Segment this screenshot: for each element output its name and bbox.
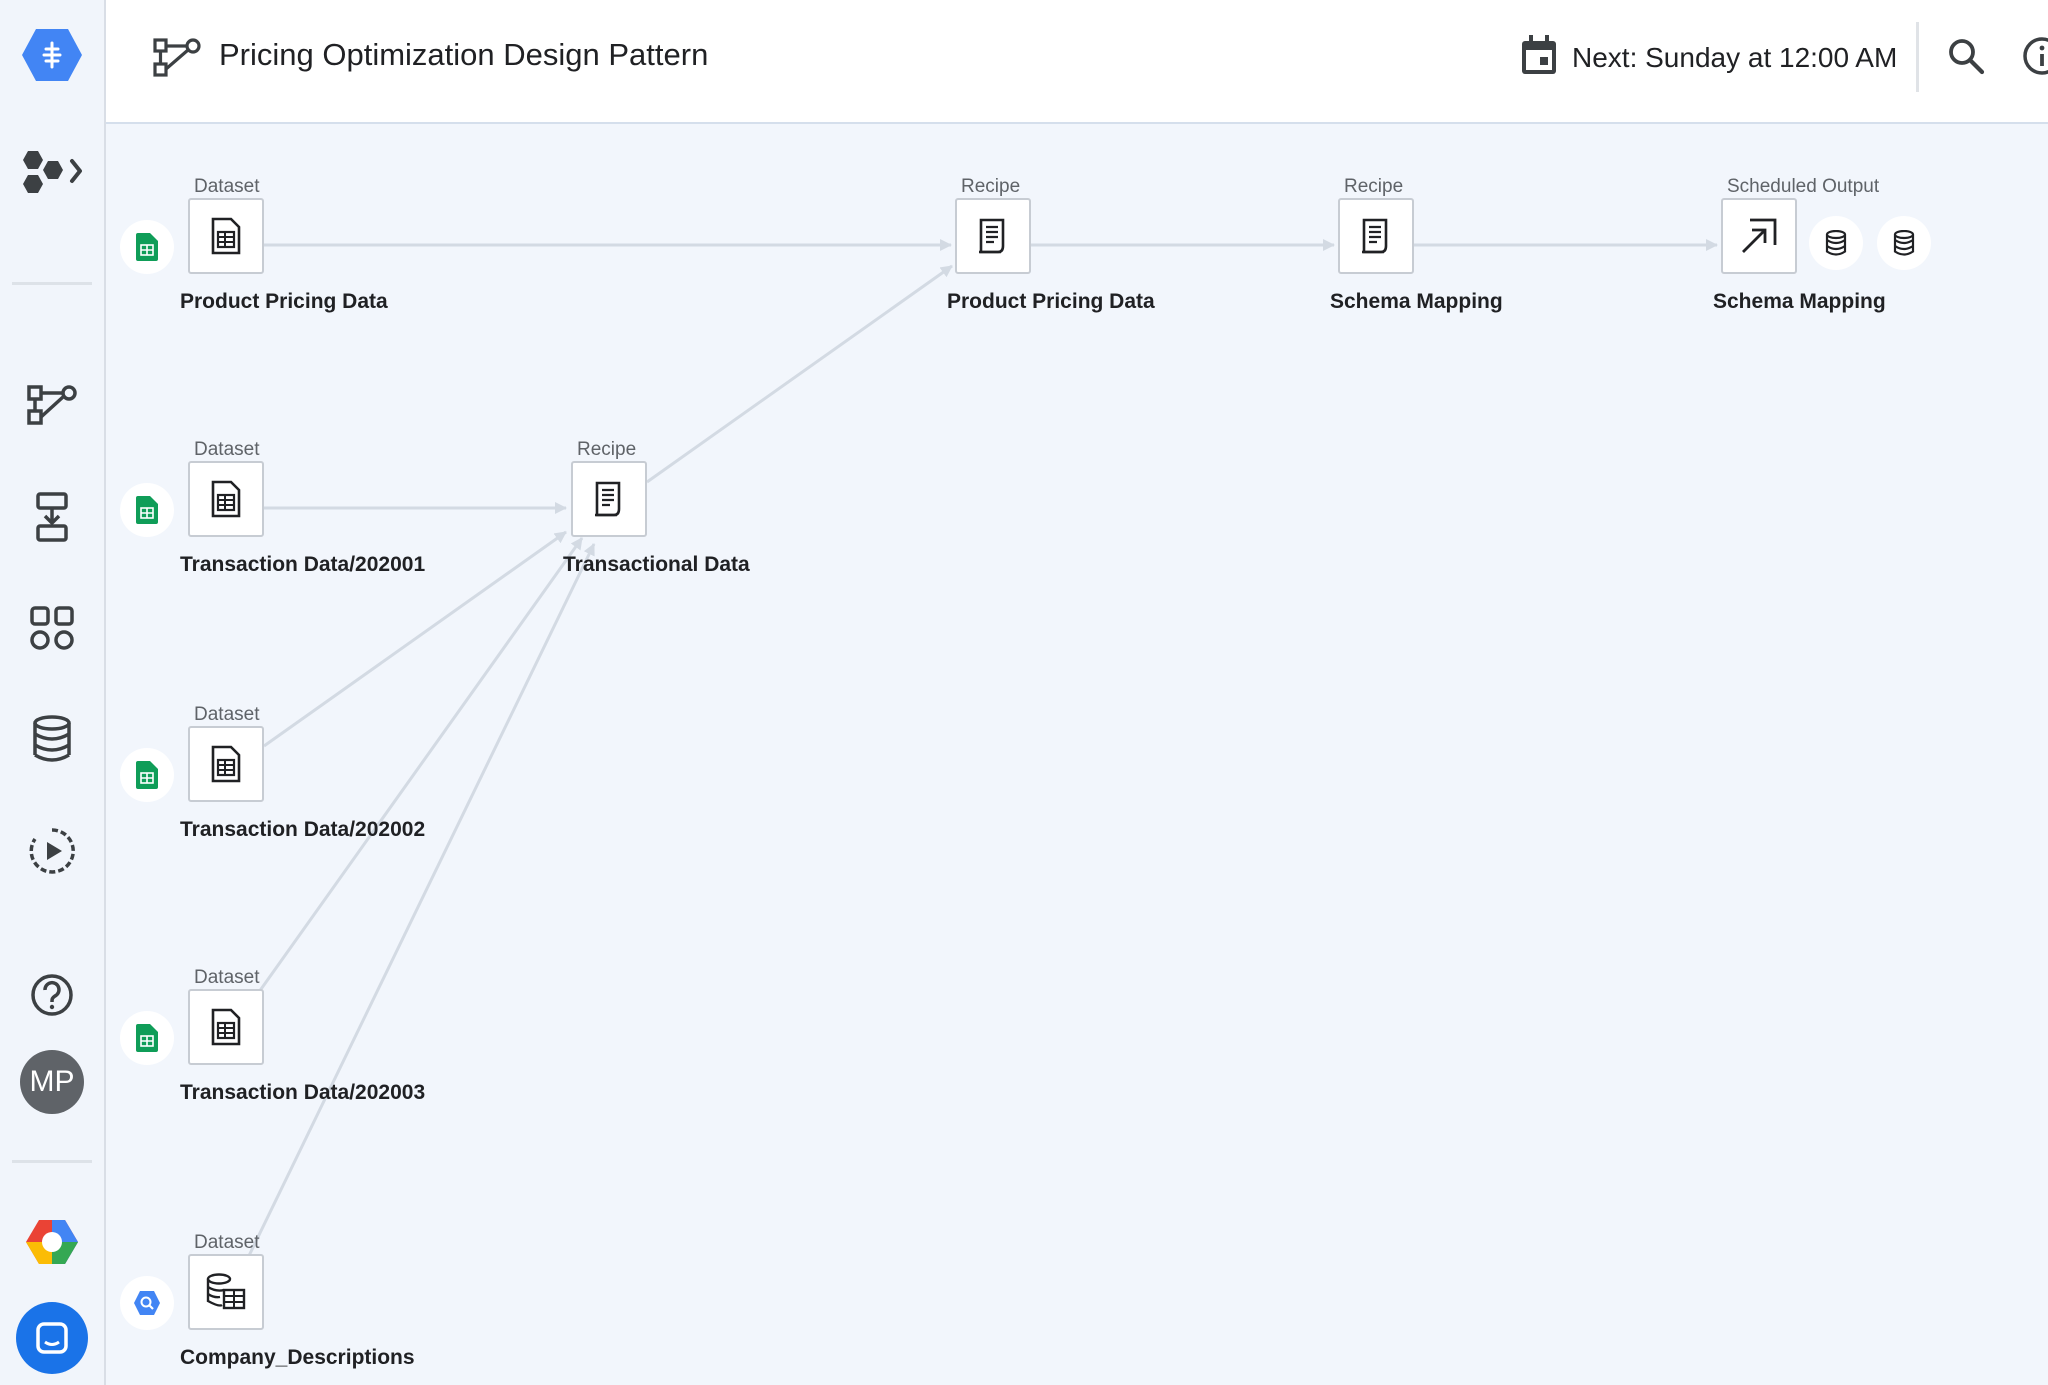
dataset-node[interactable]: Dataset Transaction Data/202002 [180, 704, 688, 864]
calendar-icon [1520, 34, 1558, 83]
dataset-node[interactable]: Dataset Company_Descriptions [180, 1232, 688, 1385]
dataset-file-icon[interactable] [188, 461, 264, 537]
sheets-icon[interactable] [120, 483, 174, 537]
node-name: Transaction Data/202001 [180, 553, 426, 576]
flow-edge [242, 543, 596, 1267]
node-name: Product Pricing Data [947, 290, 1155, 313]
recipe-node[interactable]: Recipe Transactional Data [563, 439, 1071, 599]
database-icon[interactable] [1877, 216, 1931, 270]
node-type-label: Scheduled Output [1727, 176, 1880, 197]
dataset-node[interactable]: Dataset Transaction Data/202003 [180, 967, 688, 1127]
recipe-node[interactable]: Recipe Schema Mapping [1330, 176, 1838, 336]
avatar[interactable]: MP [0, 1037, 104, 1127]
recipe-icon[interactable] [571, 461, 647, 537]
flow-edges [242, 239, 1718, 1267]
recipe-icon[interactable] [955, 198, 1031, 274]
flow-edge [263, 530, 567, 748]
help-icon[interactable] [0, 950, 104, 1040]
dataset-node[interactable]: Dataset Product Pricing Data [180, 176, 688, 336]
flow-edge [646, 264, 953, 484]
avatar-initials: MP [20, 1050, 84, 1114]
node-name: Product Pricing Data [180, 290, 388, 313]
gcp-icon[interactable] [0, 1197, 104, 1287]
schedule-info[interactable]: Next: Sunday at 12:00 AM [1520, 30, 1897, 86]
dataset-file-icon[interactable] [188, 726, 264, 802]
sheets-icon[interactable] [120, 1011, 174, 1065]
node-type-label: Dataset [194, 439, 260, 460]
left-sidebar: MP [0, 0, 106, 1385]
flow-expand-icon[interactable] [0, 128, 104, 218]
node-type-label: Recipe [1344, 176, 1404, 197]
bigquery-icon[interactable] [120, 1276, 174, 1330]
node-type-label: Recipe [961, 176, 1021, 197]
flows-icon[interactable] [0, 360, 104, 450]
node-name: Schema Mapping [1330, 290, 1503, 313]
jobs-icon[interactable] [0, 806, 104, 896]
info-icon [2022, 36, 2048, 81]
node-name: Schema Mapping [1713, 290, 1886, 313]
sheets-icon[interactable] [120, 220, 174, 274]
output-arrow-icon[interactable] [1721, 198, 1797, 274]
search-icon [1946, 36, 1986, 81]
flow-icon [152, 36, 202, 85]
top-bar: Pricing Optimization Design Pattern Next… [106, 0, 2048, 124]
search-button[interactable] [1936, 28, 1996, 88]
flow-canvas[interactable]: Dataset Product Pricing Data Dataset Tra… [106, 126, 2048, 1385]
node-name: Transactional Data [563, 553, 750, 576]
node-name: Transaction Data/202003 [180, 1081, 426, 1104]
dataprep-logo-icon[interactable] [0, 10, 104, 100]
library-icon[interactable] [0, 583, 104, 673]
sidebar-divider [12, 282, 92, 285]
connections-icon[interactable] [0, 694, 104, 784]
dataset-node[interactable]: Dataset Transaction Data/202001 [180, 439, 688, 599]
topbar-divider [1916, 22, 1919, 92]
recipe-icon[interactable] [1338, 198, 1414, 274]
page-title: Pricing Optimization Design Pattern [219, 37, 709, 72]
import-data-icon[interactable] [0, 472, 104, 562]
node-name: Transaction Data/202002 [180, 818, 426, 841]
sidebar-divider-bottom [12, 1160, 92, 1163]
chat-icon[interactable] [0, 1293, 104, 1383]
node-type-label: Recipe [577, 439, 637, 460]
node-name: Company_Descriptions [180, 1346, 415, 1369]
dataset-file-icon[interactable] [188, 198, 264, 274]
node-type-label: Dataset [194, 704, 260, 725]
node-type-label: Dataset [194, 176, 260, 197]
output-node[interactable]: Scheduled Output Schema Mapping [1713, 176, 2048, 336]
node-type-label: Dataset [194, 967, 260, 988]
node-type-label: Dataset [194, 1232, 260, 1253]
flow-edge [252, 537, 584, 1000]
recipe-node[interactable]: Recipe Product Pricing Data [947, 176, 1455, 336]
sheets-icon[interactable] [120, 748, 174, 802]
info-button[interactable] [2012, 28, 2048, 88]
dataset-file-icon[interactable] [188, 989, 264, 1065]
database-icon[interactable] [1809, 216, 1863, 270]
database-table-icon[interactable] [188, 1254, 264, 1330]
schedule-text: Next: Sunday at 12:00 AM [1572, 42, 1898, 73]
